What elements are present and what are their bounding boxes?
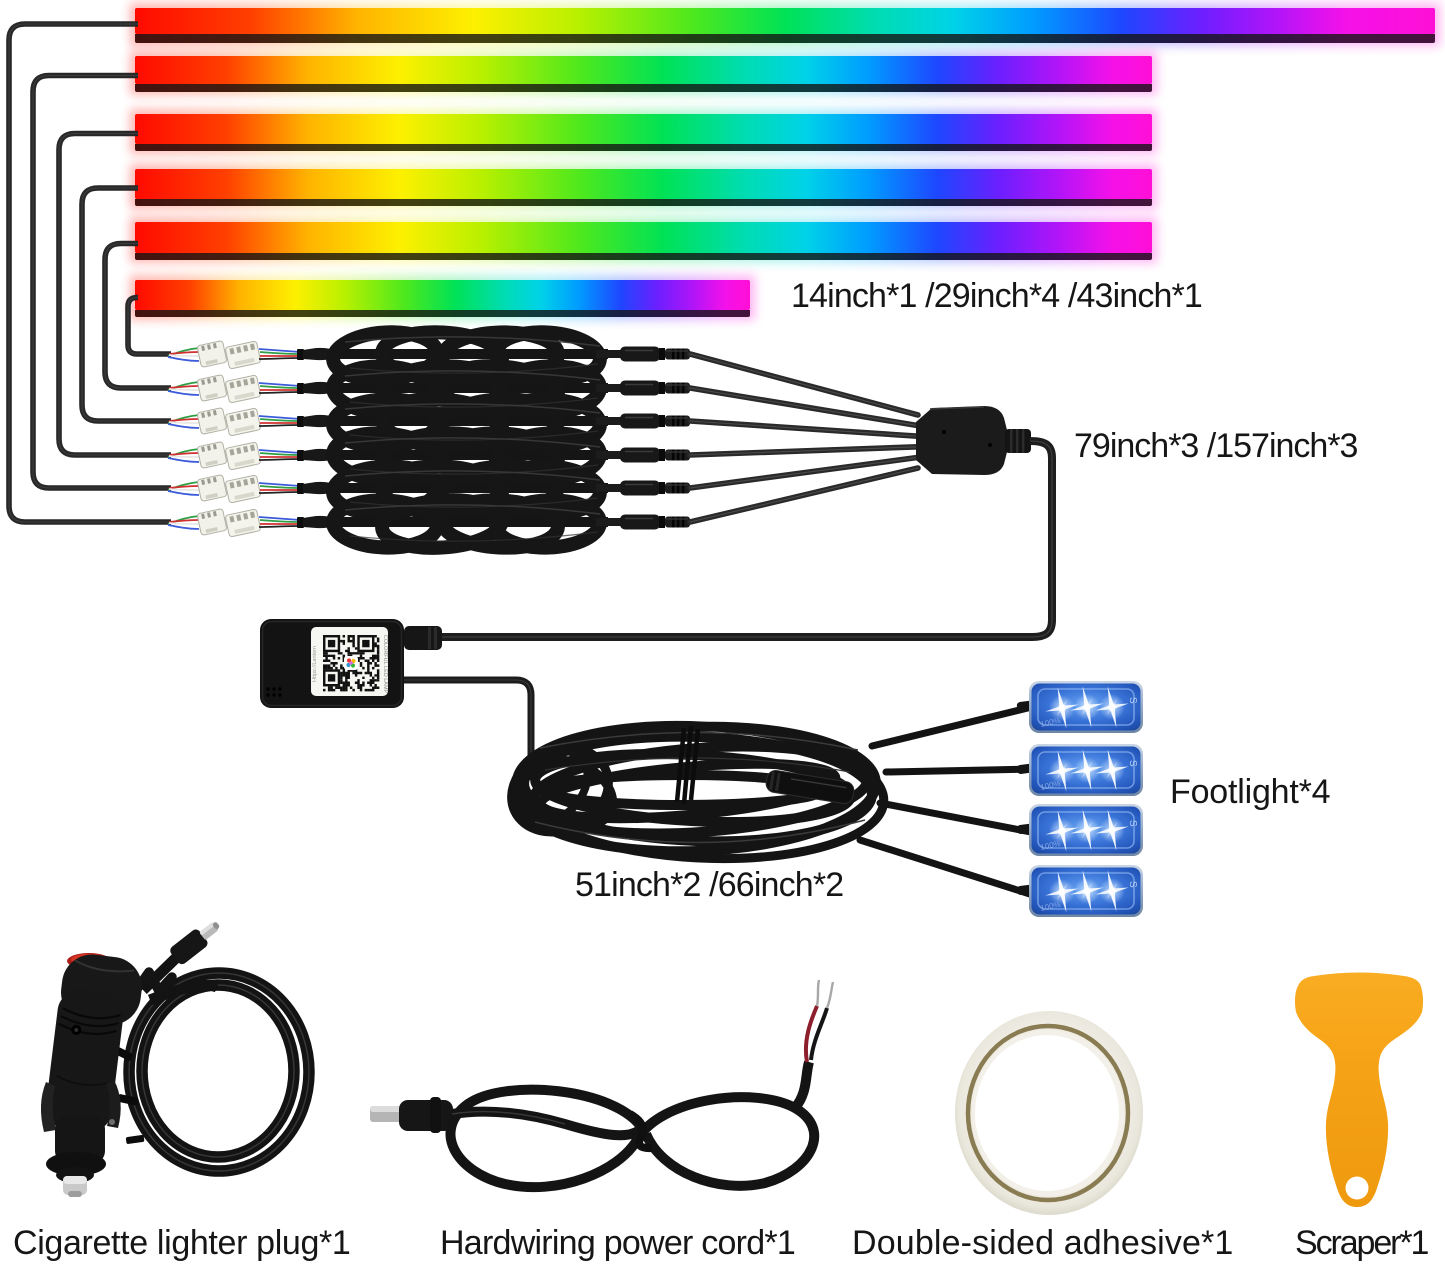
svg-text:COLORFUL LED LAMP: COLORFUL LED LAMP <box>382 635 388 694</box>
svg-text:Https://Lantern: Https://Lantern <box>312 646 318 682</box>
